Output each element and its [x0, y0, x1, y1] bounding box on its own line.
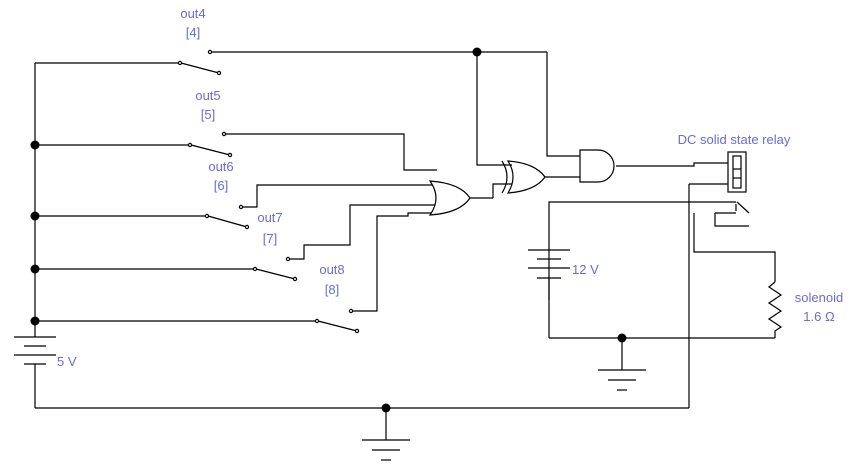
switch-out8[interactable]	[35, 212, 436, 334]
solenoid-value: 1.6 Ω	[803, 309, 835, 324]
switch-out6-index: [6]	[214, 178, 228, 193]
or-gate	[428, 180, 493, 216]
xor-gate	[472, 47, 580, 198]
dc-solid-state-relay	[548, 151, 776, 300]
switch-out8-label: out8	[319, 262, 344, 277]
switch-out5[interactable]	[35, 131, 437, 171]
switch-out4-index: [4]	[186, 25, 200, 40]
switch-out7[interactable]	[35, 204, 439, 282]
battery-12v-label: 12 V	[572, 262, 599, 277]
battery-12v	[528, 249, 775, 343]
switch-out6[interactable]	[35, 184, 440, 230]
switch-out7-index: [7]	[263, 231, 277, 246]
switch-out7-label: out7	[257, 210, 282, 225]
ground-12v	[598, 338, 646, 391]
switch-out4-label: out4	[180, 6, 205, 21]
switch-out4[interactable]	[35, 49, 547, 76]
left-bus	[30, 63, 728, 413]
battery-5v-label: 5 V	[57, 354, 77, 369]
switch-out5-index: [5]	[201, 107, 215, 122]
switch-out6-label: out6	[208, 159, 233, 174]
and-gate	[546, 52, 729, 183]
battery-5v	[14, 336, 56, 373]
switch-out5-label: out5	[195, 88, 220, 103]
switch-out8-index: [8]	[325, 282, 339, 297]
ground-main	[362, 408, 410, 461]
solenoid-label: solenoid	[795, 290, 843, 305]
relay-label: DC solid state relay	[678, 132, 791, 147]
solenoid-resistor	[767, 281, 783, 338]
